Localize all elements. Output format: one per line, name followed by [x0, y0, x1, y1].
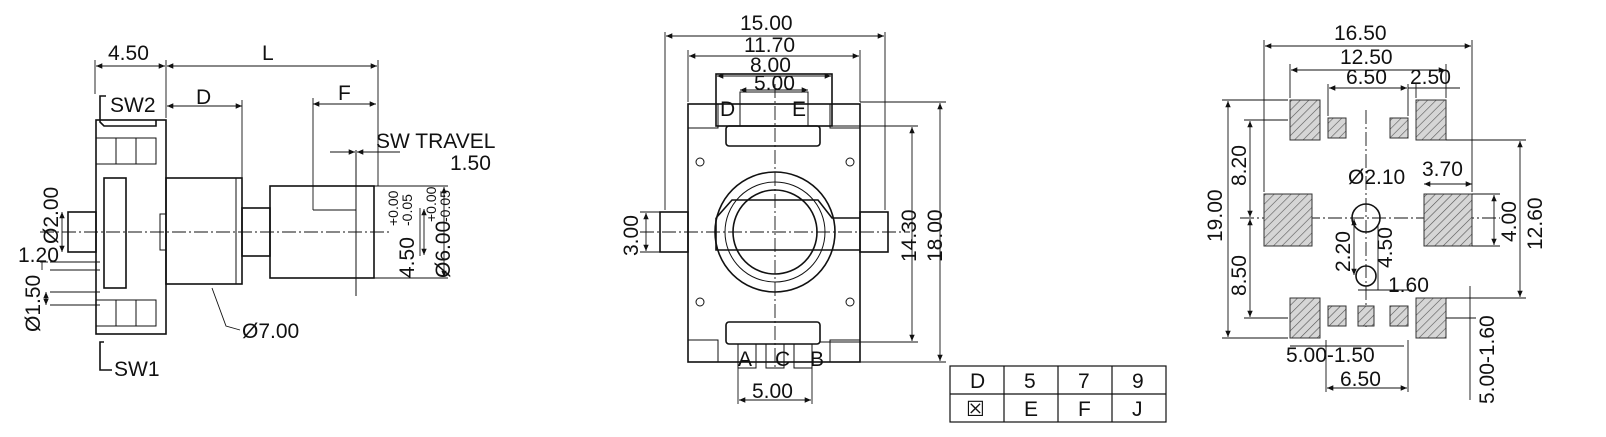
pcb-dim-3-70: 3.70: [1422, 158, 1463, 181]
side-tol-minus-2: -0.05: [437, 190, 453, 222]
front-pin-B: B: [810, 348, 824, 371]
side-dia-2-00: Ø2.00: [40, 187, 63, 244]
pcb-layout: 16.50 12.50 6.50 2.50 8.20 19.00 8.50 Ø2…: [1204, 22, 1547, 404]
pcb-dim-2-20: 2.20: [1332, 231, 1355, 272]
pad-top-small-1: [1327, 117, 1347, 139]
pad-bottom-small-3: [1389, 305, 1409, 327]
pad-top-small-2: [1389, 117, 1409, 139]
side-shaft: [269, 185, 375, 279]
front-dim-5-00-top: 5.00: [754, 72, 795, 95]
pcb-dim-16-50: 16.50: [1334, 22, 1387, 45]
pcb-dim-5-00-1-50: 5.00-1.50: [1286, 344, 1375, 367]
pad-bottom-small-1: [1327, 305, 1347, 327]
side-tol-plus-1: +0.00: [385, 190, 401, 226]
pcb-dim-1-60: 1.60: [1388, 274, 1429, 297]
side-sw-travel-value: 1.50: [450, 152, 491, 175]
table-cell-E: E: [1024, 398, 1038, 421]
pad-bottom-small-2: [1357, 305, 1375, 327]
side-dia-1-50: Ø1.50: [22, 275, 45, 332]
pcb-dim-2-50: 2.50: [1410, 66, 1451, 89]
side-dim-F: F: [338, 82, 351, 105]
pcb-hole-center: [1351, 203, 1381, 233]
front-pin-E: E: [792, 98, 806, 121]
front-dim-11-70: 11.70: [744, 34, 795, 57]
pcb-dim-4-00: 4.00: [1498, 201, 1521, 242]
front-view: 15.00 11.70 8.00 5.00 D E 3.00 14.30 18.…: [620, 12, 947, 404]
table-header-5: 5: [1024, 370, 1036, 393]
pcb-dim-4-50: 4.50: [1374, 227, 1397, 268]
front-ring-outer: [714, 171, 836, 293]
pcb-dim-12-50: 12.50: [1340, 46, 1393, 69]
pcb-dim-5-00-1-60: 5.00-1.60: [1476, 315, 1499, 404]
pcb-dim-6-50-top: 6.50: [1346, 66, 1387, 89]
table-header-D: D: [970, 370, 985, 393]
pad-top-left: [1289, 99, 1321, 141]
pcb-dim-8-50: 8.50: [1228, 255, 1251, 296]
pad-mid-left: [1263, 193, 1313, 247]
pcb-dim-8-20: 8.20: [1228, 145, 1251, 186]
front-ring-inner: [732, 189, 818, 275]
side-label-sw1: SW1: [114, 358, 160, 381]
pad-mid-right: [1423, 193, 1473, 247]
side-tol-plus-2: +0.00: [423, 186, 439, 222]
table-cell-symbol: ☒: [966, 398, 985, 421]
front-dim-18-00: 18.00: [924, 209, 947, 262]
pad-top-right: [1415, 99, 1447, 141]
front-pin-C: C: [775, 348, 790, 371]
side-shaft-4-50: 4.50: [396, 237, 419, 278]
table-cell-F: F: [1078, 398, 1091, 421]
side-view: 4.50 L D F SW2 SW1 SW TRAVEL 1.50 Ø7.00 …: [18, 42, 495, 381]
pcb-dim-19-00: 19.00: [1204, 189, 1227, 242]
front-dim-5-00-bottom: 5.00: [752, 380, 793, 403]
side-label-sw-travel: SW TRAVEL: [376, 130, 495, 153]
side-dim-4-50: 4.50: [108, 42, 149, 65]
side-dim-1-20: 1.20: [18, 244, 59, 267]
side-body: [165, 177, 243, 285]
pad-bottom-right: [1415, 297, 1447, 339]
front-pin-D: D: [720, 98, 735, 121]
table-header-7: 7: [1078, 370, 1090, 393]
side-dim-D: D: [196, 86, 211, 109]
pad-bottom-left: [1289, 297, 1321, 339]
side-dia-7-00: Ø7.00: [242, 320, 299, 343]
front-dim-15-00: 15.00: [740, 12, 793, 35]
front-bottom-terminals: [725, 321, 821, 345]
side-dim-L: L: [262, 42, 274, 65]
side-tol-minus-1: -0.05: [399, 194, 415, 226]
side-label-sw2: SW2: [110, 94, 156, 117]
front-dim-8-00: 8.00: [750, 54, 791, 77]
length-table: D 5 7 9 ☒ E F J: [949, 365, 1167, 423]
pcb-dim-12-60: 12.60: [1524, 197, 1547, 250]
pcb-hole-lower: [1355, 265, 1377, 287]
table-cell-J: J: [1132, 398, 1143, 421]
front-dim-14-30: 14.30: [898, 209, 921, 262]
pcb-dim-6-50-bottom: 6.50: [1340, 368, 1381, 391]
side-shaft-6-00: Ø6.00: [432, 221, 455, 278]
front-pin-A: A: [738, 348, 752, 371]
table-header-9: 9: [1132, 370, 1144, 393]
pcb-dia-2-10: Ø2.10: [1348, 166, 1405, 189]
front-dim-3-00: 3.00: [620, 215, 643, 256]
